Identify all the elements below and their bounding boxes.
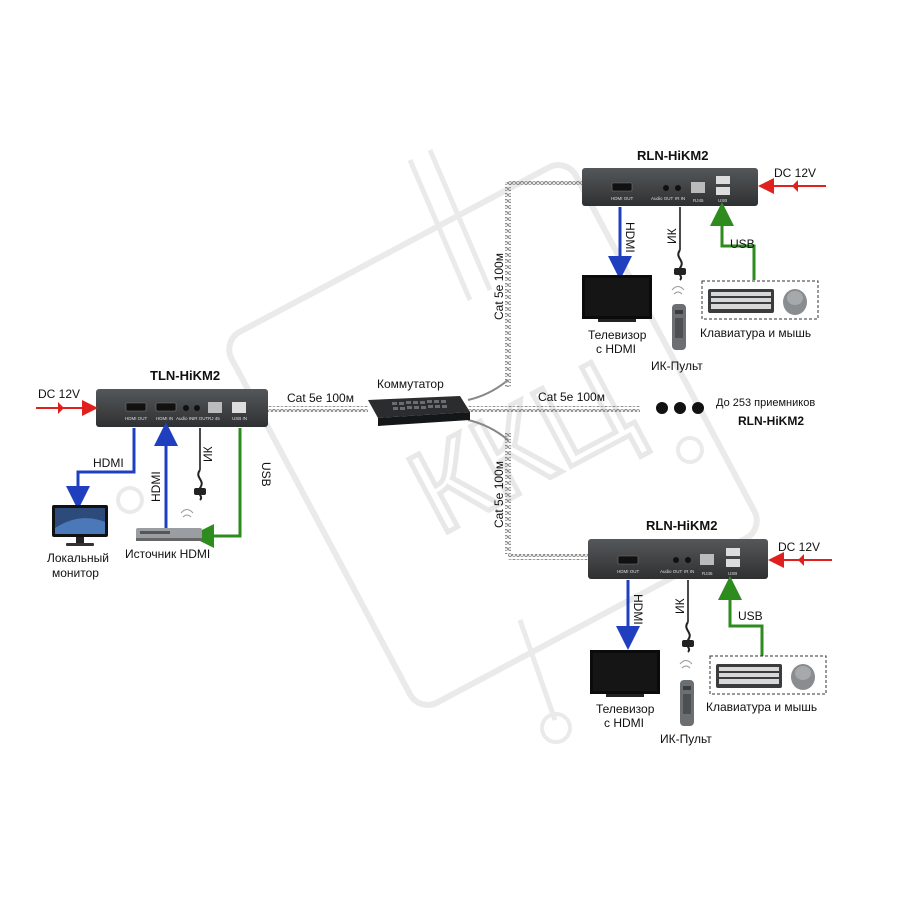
usb-label-rx1: USB <box>730 237 755 251</box>
kbd-mouse-top-label: Клавиатура и мышь <box>700 326 811 340</box>
ir-receiver-icon <box>682 621 694 653</box>
ir-emitter-icon <box>194 469 206 501</box>
hdmi-source-label: Источник HDMI <box>125 547 210 561</box>
cable-switch-right <box>468 406 640 412</box>
tx-port-rj45: RJ 45 <box>208 416 220 421</box>
rx1-port-audio-out: Audio OUT <box>651 196 674 201</box>
keyboard-mouse-icon <box>701 280 819 320</box>
hdmi-label-rx1: HDMI <box>623 222 637 253</box>
cable-label-down: Cat 5e 100м <box>492 461 506 528</box>
usb-tx-line <box>190 428 242 548</box>
ir-waves-icon <box>180 509 194 518</box>
transmitter-power-label: DC 12V <box>38 387 80 401</box>
cable-tx-switch <box>268 406 368 412</box>
cable-label-up: Cat 5e 100м <box>492 253 506 320</box>
ir-remote-icon <box>672 304 686 350</box>
receiver-top-device: HDMI OUT Audio OUT IR IN RJ45 USB <box>582 168 758 206</box>
rx2-port-hdmi-out: HDMI OUT <box>617 569 639 574</box>
local-monitor-label-2: монитор <box>52 566 99 580</box>
cat5-cables <box>268 179 640 560</box>
monitor-icon <box>52 505 108 546</box>
ir-remote-icon <box>680 680 694 726</box>
hdmi-source-player-icon <box>136 528 202 541</box>
receiver-bottom-title: RLN-HiKM2 <box>646 518 718 533</box>
tv-icon <box>590 650 660 697</box>
local-monitor-label-1: Локальный <box>47 551 109 565</box>
hdmi-label-source: HDMI <box>149 471 163 502</box>
expansion-note: До 253 приемников <box>716 397 815 409</box>
transmitter-device: HDMI OUT HDMI IN Audio IN IR OUT RJ 45 U… <box>96 389 268 427</box>
rx1-port-ir-in: IR IN <box>675 196 685 201</box>
tx-port-hdmi-out: HDMI OUT <box>125 416 147 421</box>
usb-label-tx: USB <box>259 462 273 487</box>
rx2-port-audio-out: Audio OUT <box>660 569 683 574</box>
tx-port-ir-out: IR OUT <box>193 416 209 421</box>
ir-receiver-icon <box>674 249 686 281</box>
tv-icon <box>582 275 652 322</box>
usb-rx1-line <box>710 202 756 280</box>
receiver-top-power-label: DC 12V <box>774 166 816 180</box>
tv-bottom-label-2: с HDMI <box>604 716 644 730</box>
remote-top-label: ИК-Пульт <box>651 359 703 373</box>
rx2-port-ir-in: IR IN <box>684 569 694 574</box>
power-plug-icon <box>792 180 798 192</box>
usb-label-rx2: USB <box>738 609 763 623</box>
ir-waves-icon <box>671 286 685 295</box>
hdmi-tx-to-monitor <box>66 428 136 510</box>
more-receivers-dots <box>656 402 704 414</box>
rx2-port-usb: USB <box>728 571 737 576</box>
ir-waves-icon <box>679 660 693 669</box>
rx1-port-rj45: RJ45 <box>693 198 704 203</box>
expansion-model: RLN-HiKM2 <box>738 414 804 428</box>
tv-top-label-1: Телевизор <box>588 328 647 342</box>
rx2-port-rj45: RJ45 <box>702 571 713 576</box>
tx-port-audio-in: Audio IN <box>176 416 193 421</box>
cable-label-tx-switch: Cat 5e 100м <box>287 391 354 405</box>
receiver-top-title: RLN-HiKM2 <box>637 148 709 163</box>
tx-port-usb-in: USB IN <box>232 416 247 421</box>
watermark-text: ККЦ <box>388 334 653 560</box>
rx1-port-hdmi-out: HDMI OUT <box>611 196 633 201</box>
ir-label-tx: ИК <box>201 446 215 462</box>
transmitter-title: TLN-HiKM2 <box>150 368 220 383</box>
cable-label-right: Cat 5e 100м <box>538 390 605 404</box>
ir-label-rx2: ИК <box>673 598 687 614</box>
usb-rx2-line <box>718 576 764 656</box>
rx1-port-usb: USB <box>718 198 727 203</box>
ir-label-rx1: ИК <box>665 228 679 244</box>
tv-bottom-label-1: Телевизор <box>596 702 655 716</box>
network-switch-icon <box>368 396 470 426</box>
receiver-bottom-device: HDMI OUT Audio OUT IR IN RJ45 USB <box>588 539 768 579</box>
tv-top-label-2: с HDMI <box>596 342 636 356</box>
cable-up <box>505 182 511 387</box>
receiver-bottom-power-label: DC 12V <box>778 540 820 554</box>
kbd-mouse-bottom-label: Клавиатура и мышь <box>706 700 817 714</box>
hdmi-label-rx2: HDMI <box>631 594 645 625</box>
power-plug-icon <box>58 402 64 414</box>
tx-port-hdmi-in: HDMI IN <box>156 416 173 421</box>
keyboard-mouse-icon <box>709 655 827 695</box>
power-plug-icon <box>798 554 804 566</box>
hdmi-label-tx-monitor: HDMI <box>93 456 124 470</box>
cable-down <box>505 432 511 554</box>
remote-bottom-label: ИК-Пульт <box>660 732 712 746</box>
switch-title: Коммутатор <box>377 377 444 391</box>
